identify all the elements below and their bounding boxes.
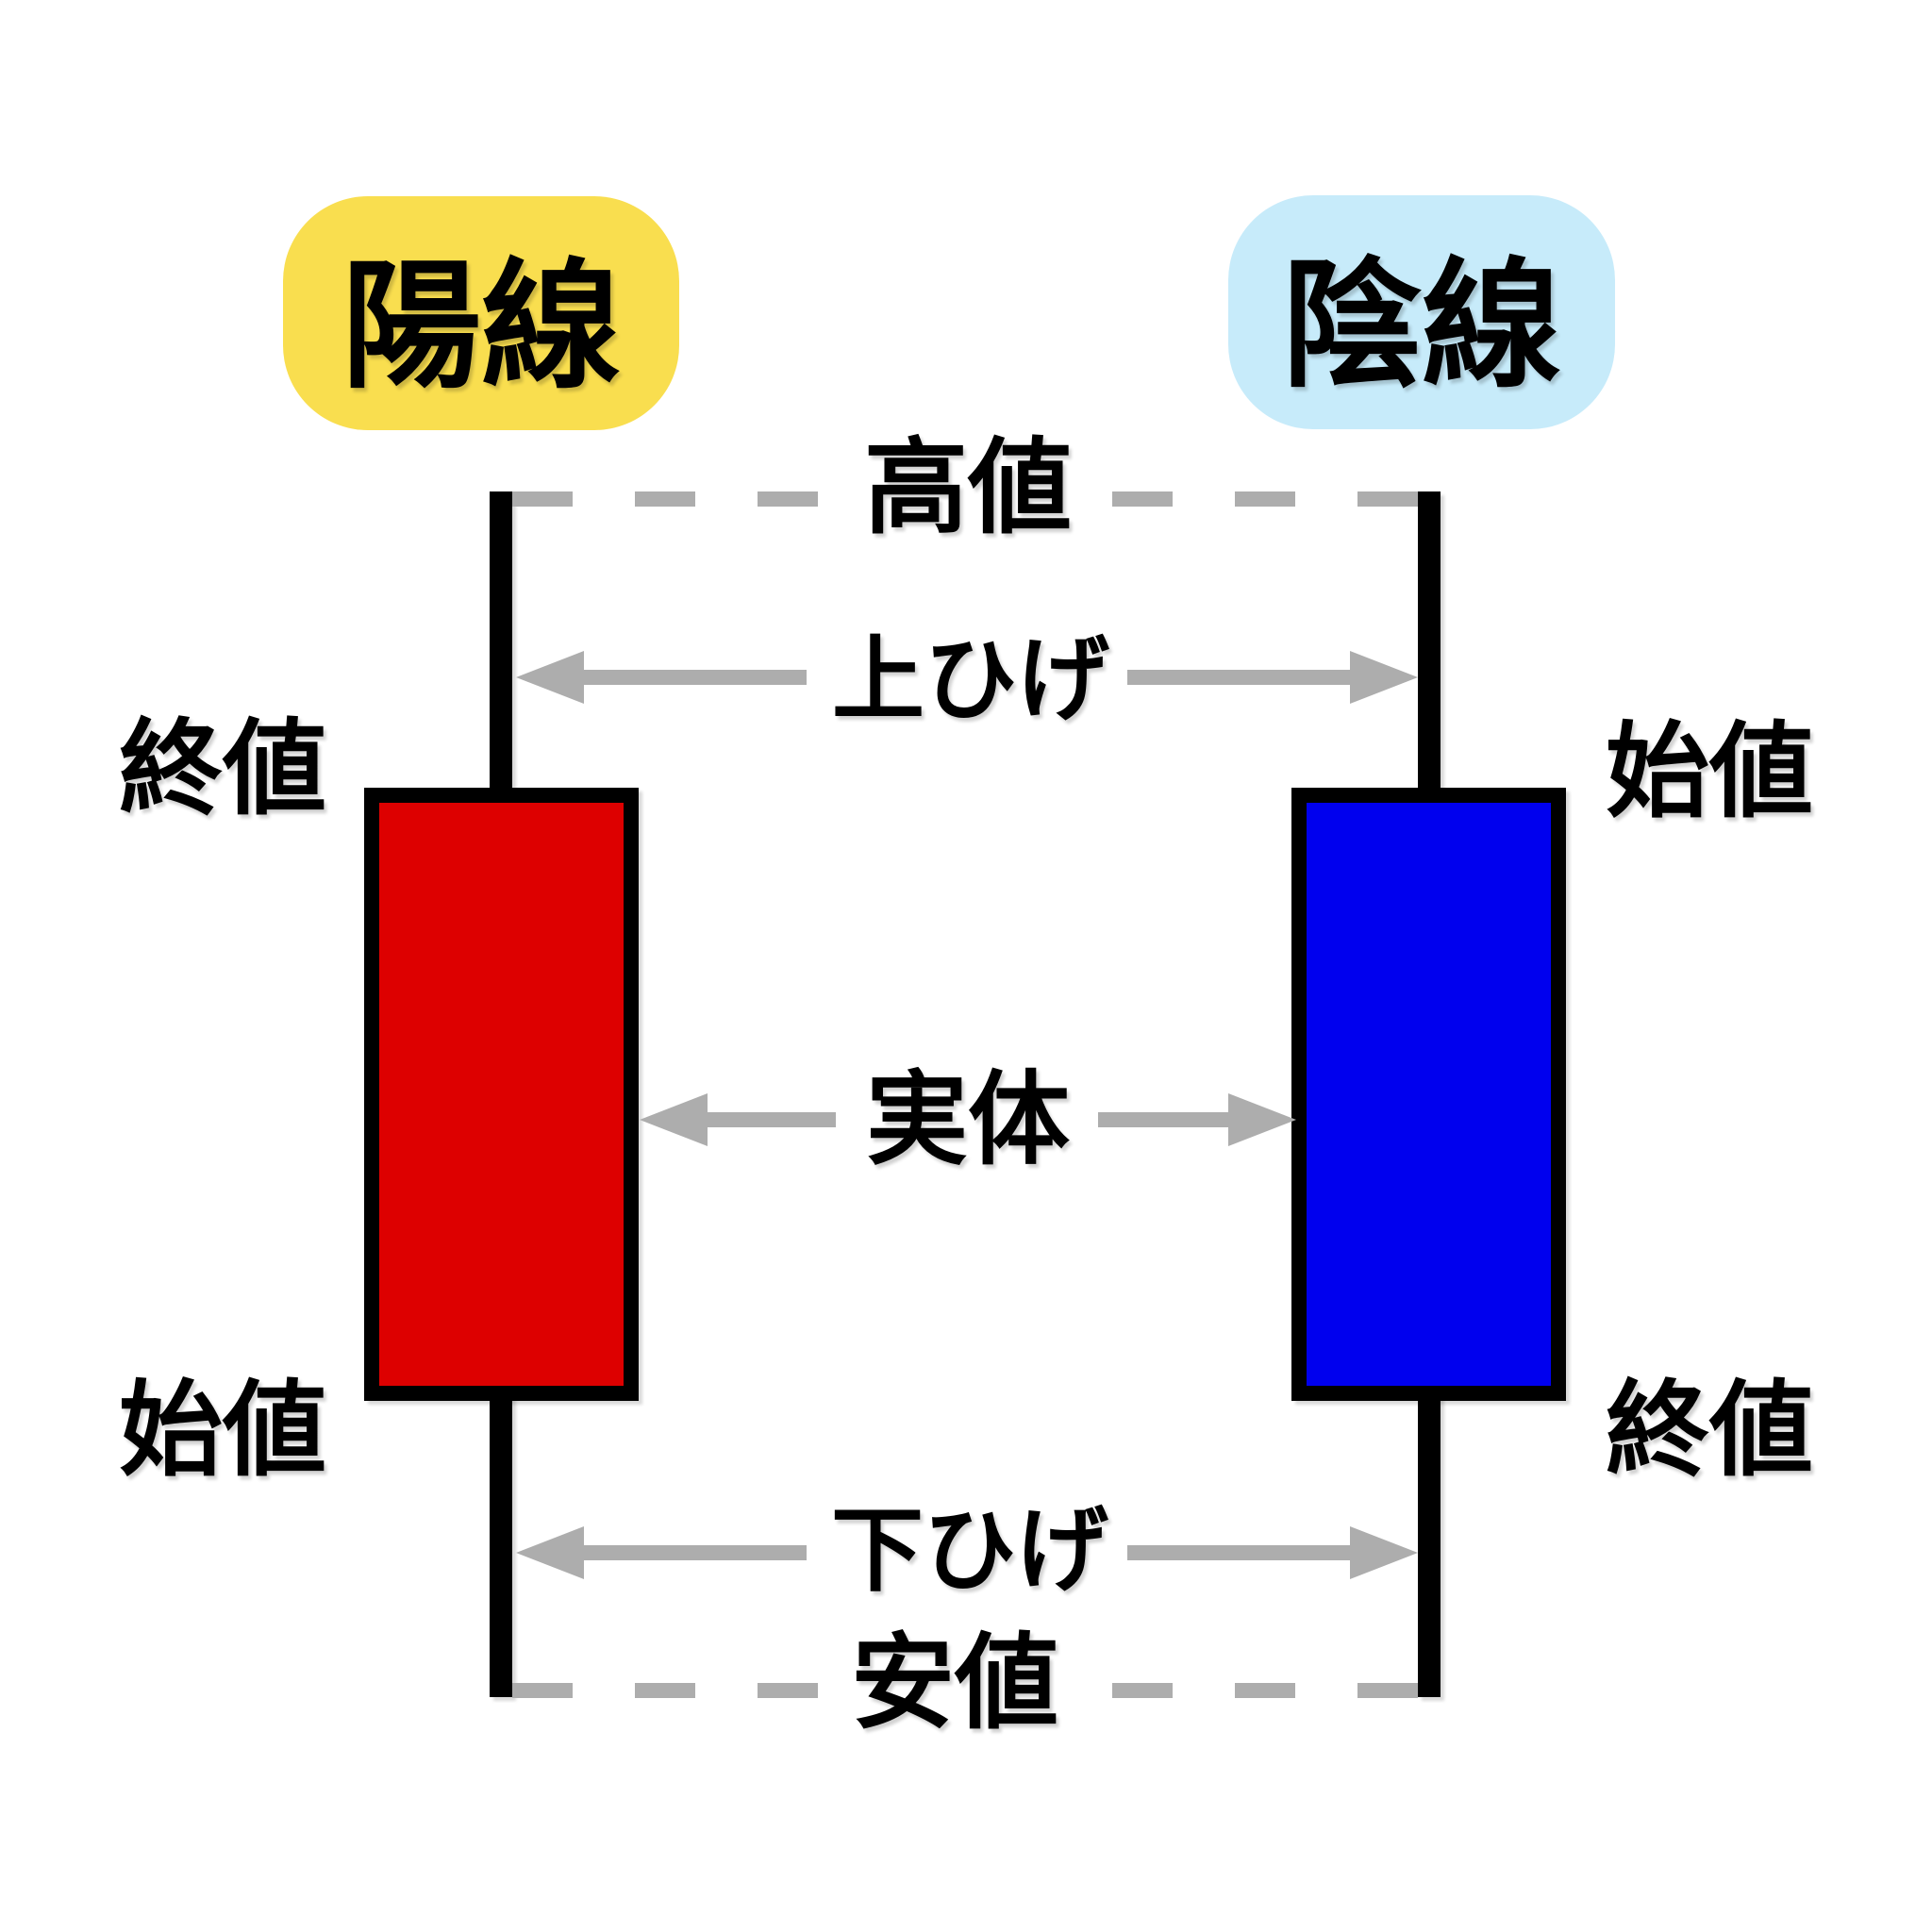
low-price-dash-right (1091, 1683, 1418, 1698)
bullish-badge-label: 陽線 (341, 248, 621, 405)
high-price-dash-left (512, 491, 839, 507)
lower-shadow-arrow-right (1127, 1526, 1418, 1579)
arrow-head-right-icon (1228, 1093, 1296, 1146)
bullish-candle-badge: 陽線 (283, 196, 679, 430)
lower-shadow-label: 下ひげ (831, 1498, 1109, 1602)
high-price-dash-right (1091, 491, 1418, 507)
bullish-close-label: 終値 (119, 711, 326, 827)
arrow-shaft (584, 670, 807, 685)
bearish-badge-label: 陰線 (1282, 247, 1561, 404)
lower-shadow-arrow-left (516, 1526, 807, 1579)
real-body-arrow-left (640, 1093, 836, 1146)
upper-shadow-arrow-left (516, 651, 807, 704)
bearish-close-label: 終値 (1606, 1373, 1813, 1489)
arrow-shaft (584, 1545, 807, 1560)
arrow-shaft (1127, 1545, 1350, 1560)
real-body-arrow-right (1098, 1093, 1296, 1146)
bullish-candle-body (364, 788, 639, 1401)
arrow-head-right-icon (1350, 1526, 1418, 1579)
arrow-shaft (1127, 670, 1350, 685)
upper-shadow-label: 上ひげ (832, 627, 1110, 731)
arrow-head-left-icon (516, 1526, 584, 1579)
low-price-label: 安値 (851, 1625, 1058, 1741)
arrow-head-left-icon (516, 651, 584, 704)
arrow-head-left-icon (640, 1093, 708, 1146)
bearish-candle-badge: 陰線 (1228, 195, 1615, 429)
bearish-candle-body (1291, 788, 1566, 1401)
arrow-head-right-icon (1350, 651, 1418, 704)
upper-shadow-arrow-right (1127, 651, 1418, 704)
real-body-label: 実体 (865, 1062, 1070, 1176)
arrow-shaft (708, 1112, 836, 1127)
arrow-shaft (1098, 1112, 1228, 1127)
bearish-open-label: 始値 (1606, 714, 1813, 830)
high-price-label: 高値 (864, 430, 1072, 546)
bullish-open-label: 始値 (119, 1373, 326, 1489)
low-price-dash-left (512, 1683, 839, 1698)
